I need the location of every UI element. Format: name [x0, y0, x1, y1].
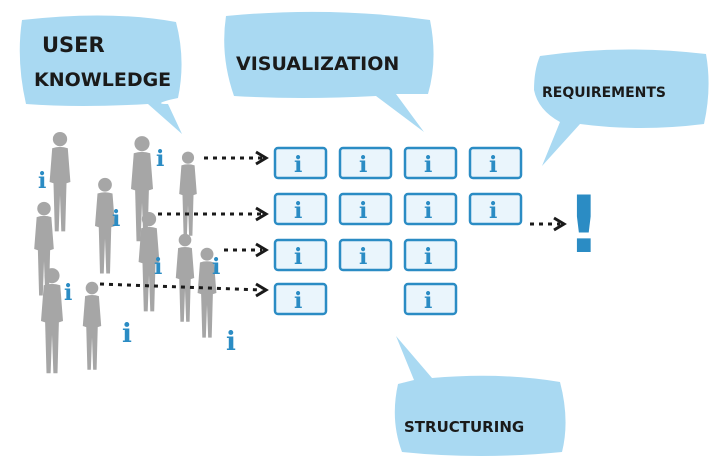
user-knowledge-bubble: USER KNOWLEDGE	[19, 15, 182, 135]
info-card-grid: i i i i i i i i	[273, 146, 523, 316]
requirements-label: REQUIREMENTS	[542, 85, 666, 101]
info-card: i	[273, 282, 328, 316]
info-icon: i	[64, 280, 72, 306]
info-card: i	[338, 192, 393, 226]
structuring-label: STRUCTURING	[404, 418, 524, 436]
info-icon: i	[359, 198, 367, 224]
requirements-bubble: REQUIREMENTS	[534, 49, 709, 166]
info-icon: i	[424, 288, 432, 314]
info-card: i	[273, 238, 328, 272]
arrow-head-icon	[553, 216, 567, 232]
info-icon: i	[489, 198, 497, 224]
person-figure	[82, 281, 102, 370]
arrow-head-icon	[255, 282, 269, 298]
info-icon: i	[154, 254, 162, 280]
person-figure	[175, 233, 195, 322]
arrow-head-icon	[255, 150, 269, 166]
info-card: i	[468, 146, 523, 180]
info-icon: i	[156, 146, 164, 172]
info-icon: i	[294, 244, 302, 270]
info-card: i	[273, 192, 328, 226]
visualization-label: VISUALIZATION	[236, 53, 399, 75]
info-card: i	[468, 192, 523, 226]
info-icon: i	[359, 152, 367, 178]
info-card: i	[403, 146, 458, 180]
info-icon: i	[489, 152, 497, 178]
info-icon: i	[38, 168, 46, 194]
info-icon: i	[294, 198, 302, 224]
info-icon: i	[424, 198, 432, 224]
person-figure	[49, 131, 71, 232]
info-icon: i	[122, 319, 132, 349]
info-card: i	[273, 146, 328, 180]
info-icon: i	[294, 152, 302, 178]
input-arrows	[99, 150, 269, 298]
visualization-bubble: VISUALIZATION	[224, 11, 434, 132]
info-card: i	[403, 192, 458, 226]
exclamation-icon: !	[566, 181, 602, 271]
person-figure	[179, 151, 197, 236]
info-icon: i	[212, 254, 220, 280]
user-knowledge-label-line1: USER	[42, 33, 105, 57]
info-icon: i	[112, 206, 120, 232]
info-card: i	[338, 238, 393, 272]
arrow-head-icon	[255, 206, 269, 222]
dotted-arrow	[99, 282, 263, 292]
info-icon: i	[424, 152, 432, 178]
arrow-head-icon	[255, 242, 269, 258]
info-card: i	[338, 146, 393, 180]
info-icon: i	[226, 327, 236, 357]
info-icon: i	[359, 244, 367, 270]
info-icon: i	[294, 288, 302, 314]
output-arrow	[530, 216, 567, 232]
info-icon: i	[424, 244, 432, 270]
info-card: i	[403, 282, 458, 316]
people-info-markers: i i i i i i i i	[38, 146, 236, 357]
info-card: i	[403, 238, 458, 272]
structuring-bubble: STRUCTURING	[394, 336, 566, 456]
user-knowledge-label-line2: KNOWLEDGE	[34, 69, 171, 91]
person-figure	[41, 268, 63, 374]
